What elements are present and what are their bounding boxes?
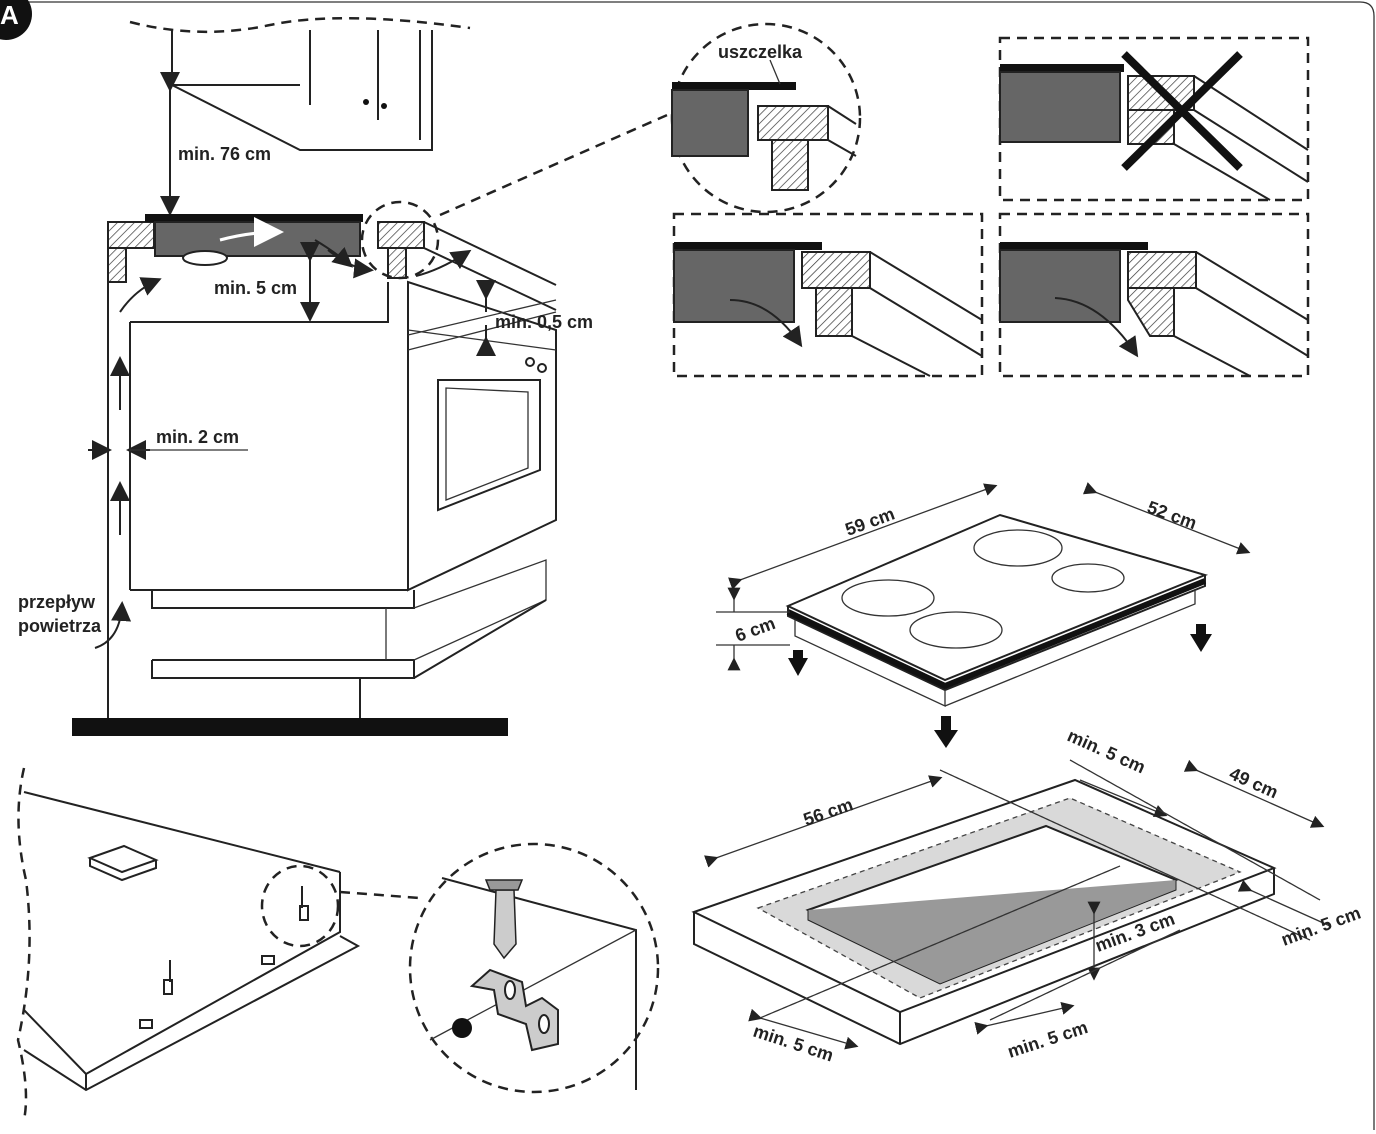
correct-install-panel-2	[998, 212, 1310, 378]
label-hob-depth: 52 cm	[1145, 497, 1200, 533]
seal-detail	[670, 22, 862, 214]
incorrect-install-panel	[998, 36, 1310, 202]
svg-text:A: A	[0, 0, 19, 30]
label-hob-width: 59 cm	[843, 504, 898, 540]
down-arrow-icon	[934, 716, 958, 748]
label-cutout-width: 56 cm	[801, 794, 856, 830]
correct-install-panel-1	[672, 212, 984, 378]
cabinet-oven-drawing	[72, 16, 675, 736]
hob-underside-drawing	[16, 767, 421, 1121]
label-cutout-back: min. 5 cm	[1064, 725, 1148, 777]
label-side-gap: min. 2 cm	[156, 427, 239, 447]
label-front-gap: min. 0,5 cm	[495, 312, 593, 332]
worktop-cutout-drawing	[691, 759, 1331, 1050]
label-cutout-depth: 49 cm	[1226, 763, 1281, 802]
label-airflow-2: powietrza	[18, 616, 102, 636]
label-airflow-1: przepływ	[18, 592, 96, 612]
label-cutout-right: min. 5 cm	[1279, 903, 1364, 950]
label-hob-height: 6 cm	[733, 613, 778, 646]
page-frame	[20, 1, 1375, 1130]
section-badge: A	[0, 0, 32, 40]
clip-detail	[408, 842, 660, 1094]
hob-drawing	[716, 482, 1251, 748]
label-seal: uszczelka	[718, 42, 803, 62]
label-top-clearance: min. 76 cm	[178, 144, 271, 164]
label-under-hob: min. 5 cm	[214, 278, 297, 298]
down-arrow-icon	[1190, 624, 1212, 652]
x-mark-icon	[1121, 51, 1243, 171]
label-cutout-front: min. 5 cm	[1005, 1017, 1090, 1062]
down-arrow-icon	[788, 650, 808, 676]
